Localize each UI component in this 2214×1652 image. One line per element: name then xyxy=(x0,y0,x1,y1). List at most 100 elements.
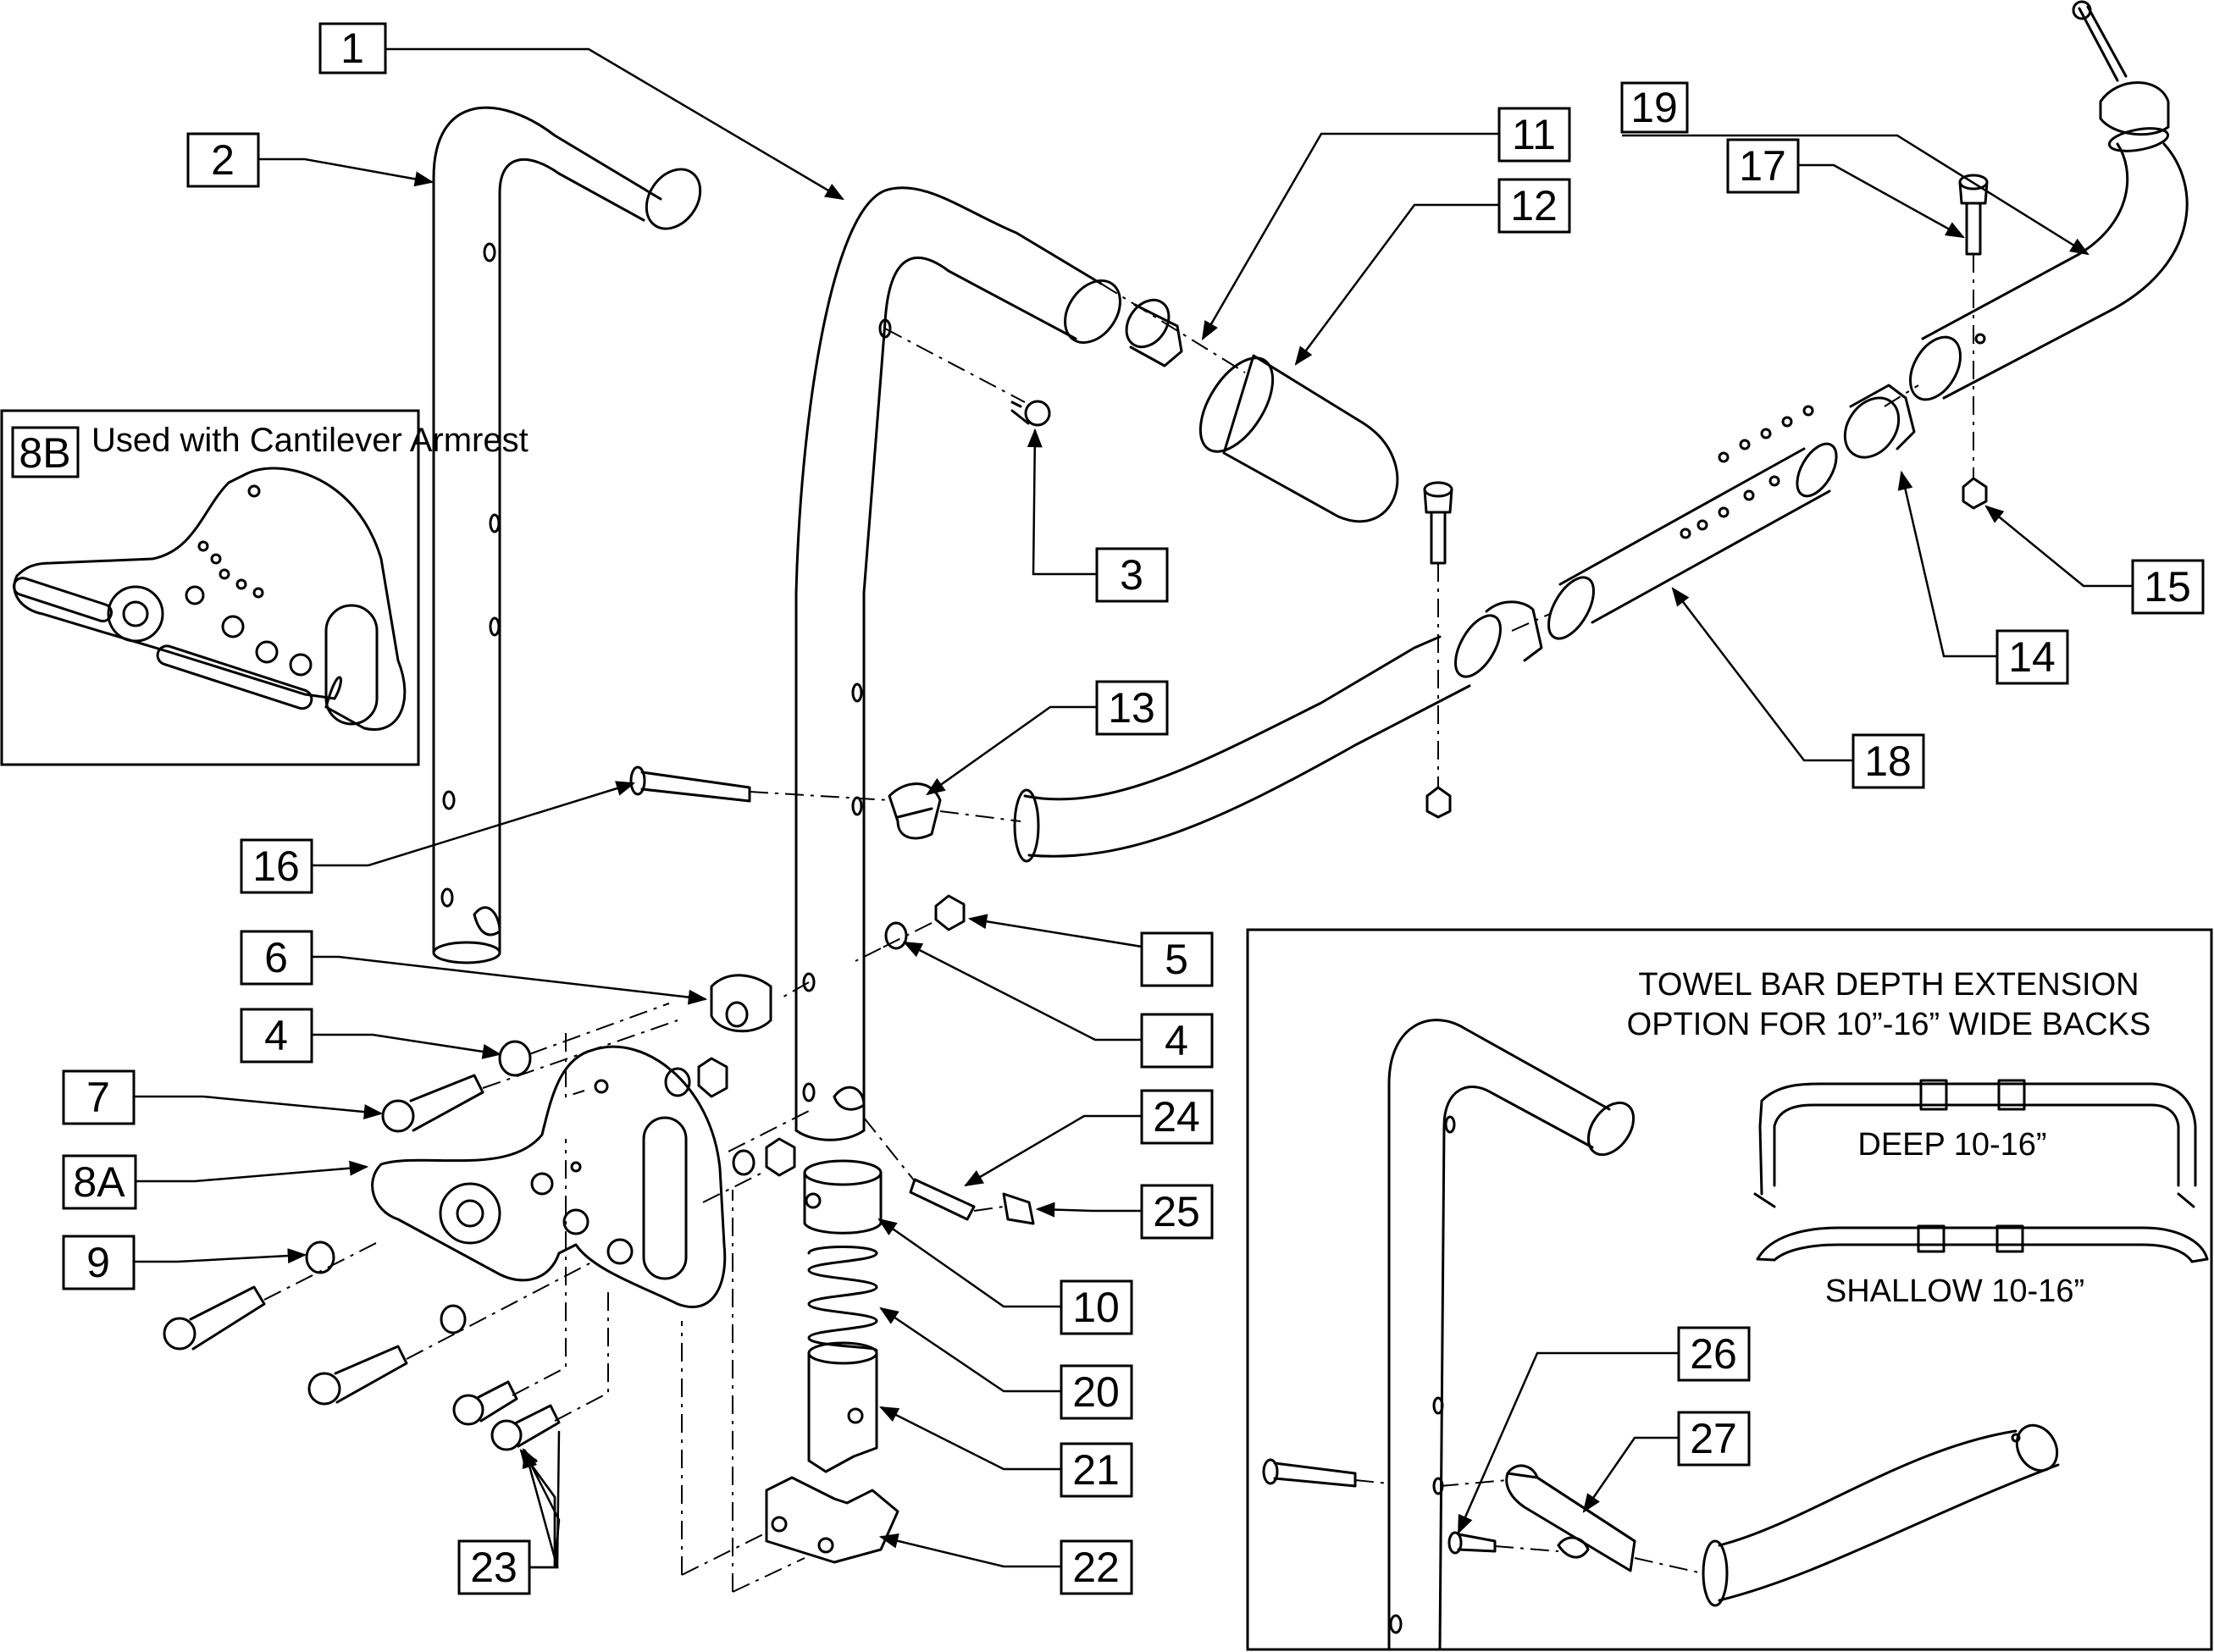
part-16-bolt xyxy=(629,765,751,803)
callout-5-label: 5 xyxy=(1165,936,1188,983)
inset-8b-box: 8B Used with Cantilever Armrest xyxy=(0,409,529,766)
part-25-cap xyxy=(1002,1192,1035,1225)
part-18-towel-bar xyxy=(1013,405,1838,863)
callout-4b-label: 4 xyxy=(1165,1017,1188,1064)
part-6-spacer xyxy=(710,974,772,1033)
leader-23-split xyxy=(522,1447,561,1567)
part-15-nut xyxy=(1962,477,1988,510)
callout-15 xyxy=(2131,559,2205,615)
callout-4b xyxy=(1140,1013,1214,1069)
callout-4a xyxy=(240,1008,313,1064)
part-3-screw xyxy=(1010,400,1051,427)
callout-12 xyxy=(1497,178,1571,234)
callout-8a xyxy=(62,1154,137,1210)
callout-labels: 1 2 3 11 12 13 19 17 15 14 18 16 5 4 6 4… xyxy=(73,25,2190,1591)
callout-21 xyxy=(1060,1442,1133,1498)
part-8a-mounting-plate xyxy=(371,1045,727,1308)
callout-18-label: 18 xyxy=(1864,738,1912,785)
callout-24 xyxy=(1140,1089,1214,1145)
callout-2 xyxy=(186,132,260,188)
inset-title-line1: TOWEL BAR DEPTH EXTENSION xyxy=(1638,967,2139,1003)
callout-9-label: 9 xyxy=(86,1239,110,1286)
inset-title-line2: OPTION FOR 10”-16” WIDE BACKS xyxy=(1627,1007,2151,1042)
callout-22-label: 22 xyxy=(1072,1544,1120,1591)
part-14-collar xyxy=(1843,384,1916,459)
part-7-bolt xyxy=(381,1074,484,1133)
callout-13-label: 13 xyxy=(1108,684,1155,732)
callout-19 xyxy=(1620,81,1689,134)
callout-16 xyxy=(240,838,313,894)
callout-26 xyxy=(1677,1326,1751,1382)
callout-19-label: 19 xyxy=(1630,84,1678,131)
callout-25 xyxy=(1140,1184,1214,1240)
callout-3-label: 3 xyxy=(1120,551,1143,599)
deep-towel-bar xyxy=(1753,1079,2197,1208)
callout-12-label: 12 xyxy=(1510,182,1558,229)
callout-17-label: 17 xyxy=(1739,142,1786,190)
inset-8b-plate xyxy=(12,467,407,731)
deep-label: DEEP 10-16” xyxy=(1857,1127,2046,1163)
callout-11-label: 11 xyxy=(1512,111,1556,158)
callout-24-label: 24 xyxy=(1153,1093,1200,1141)
callout-8b xyxy=(11,426,80,478)
part-13-clamp xyxy=(888,782,942,840)
callout-1-label: 1 xyxy=(340,25,364,72)
alignment-lines xyxy=(263,254,1974,1593)
callout-27 xyxy=(1677,1411,1751,1467)
callout-16-label: 16 xyxy=(252,843,300,890)
part-12-hand-grip xyxy=(1198,354,1399,523)
callout-17 xyxy=(1726,138,1800,194)
part-24-pin xyxy=(909,1178,976,1221)
part-17-bolt xyxy=(1958,174,1989,256)
callout-11 xyxy=(1497,107,1571,163)
part-2-back-cane xyxy=(432,106,702,964)
callout-5 xyxy=(1140,931,1214,987)
callout-10-label: 10 xyxy=(1072,1284,1120,1331)
inset-8b-caption: Used with Cantilever Armrest xyxy=(91,422,529,459)
part-19-towel-bar-end xyxy=(1909,0,2189,401)
callout-2-label: 2 xyxy=(211,136,235,184)
part-20-spring xyxy=(807,1246,878,1352)
callout-8b-label: 8B xyxy=(19,429,70,477)
callout-6-label: 6 xyxy=(264,934,288,981)
part-10-collar xyxy=(803,1159,883,1235)
callout-3 xyxy=(1095,547,1169,603)
callout-4a-label: 4 xyxy=(264,1012,288,1059)
part-1-main-cane xyxy=(794,186,1121,1141)
callout-22 xyxy=(1060,1539,1133,1595)
callout-13 xyxy=(1095,680,1169,736)
callout-9 xyxy=(62,1235,136,1290)
inset-bolt xyxy=(1262,1458,1357,1488)
shallow-label: SHALLOW 10-16” xyxy=(1825,1274,2084,1309)
callout-7 xyxy=(62,1069,136,1125)
leader-23b xyxy=(529,1430,561,1569)
callout-7-label: 7 xyxy=(86,1074,110,1121)
part-23-screws xyxy=(452,1380,561,1451)
callout-27-label: 27 xyxy=(1690,1415,1737,1462)
callout-6 xyxy=(240,930,313,986)
callout-14 xyxy=(1995,629,2069,685)
part-21-sleeve xyxy=(807,1341,878,1473)
callout-15-label: 15 xyxy=(2144,563,2191,611)
part-9-washer-and-bolt xyxy=(163,1240,467,1406)
callout-21-label: 21 xyxy=(1072,1446,1120,1494)
part-22-latch-foot xyxy=(765,1476,899,1564)
shallow-towel-bar xyxy=(1756,1224,2209,1263)
callout-23-label: 23 xyxy=(470,1544,518,1591)
plate-spacers xyxy=(664,1057,796,1177)
part-4-washer-left xyxy=(498,1040,532,1077)
callout-boxes xyxy=(62,22,2205,1595)
inset-towel-bar xyxy=(1702,1423,2060,1607)
callout-26-label: 26 xyxy=(1690,1330,1737,1378)
callout-8a-label: 8A xyxy=(73,1158,125,1206)
callout-25-label: 25 xyxy=(1153,1188,1200,1235)
inset-back-cane xyxy=(1387,1019,1636,1651)
callout-20 xyxy=(1060,1364,1133,1420)
callout-18 xyxy=(1851,733,1925,789)
callout-10 xyxy=(1060,1279,1133,1335)
part-27-extension-sleeve xyxy=(1505,1464,1636,1572)
inset-towel-bar-option: TOWEL BAR DEPTH EXTENSION OPTION FOR 10”… xyxy=(1246,928,2213,1651)
callout-1 xyxy=(318,22,387,75)
part-11-end-plug xyxy=(1125,298,1183,367)
